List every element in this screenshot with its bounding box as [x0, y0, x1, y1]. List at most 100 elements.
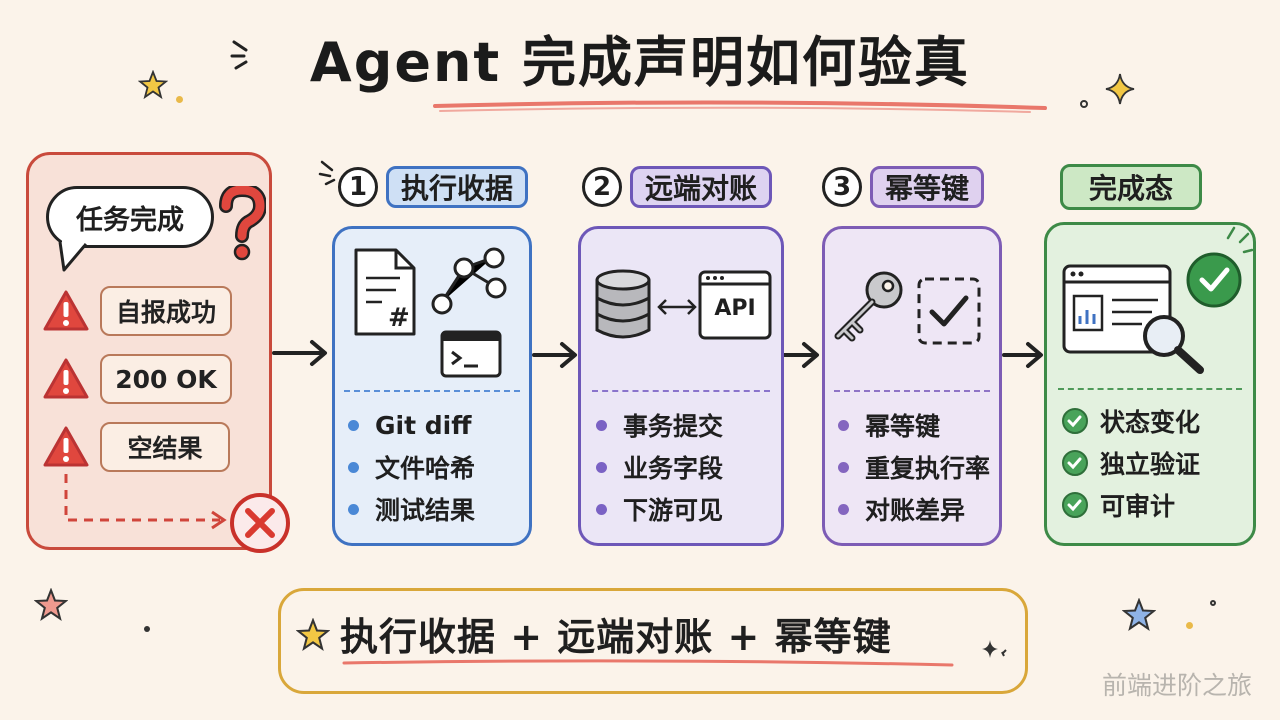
list-item-text: 测试结果 [375, 496, 476, 525]
list-item: 对账差异 [838, 488, 990, 530]
page-title: Agent 完成声明如何验真 [309, 31, 971, 94]
check-icon [1062, 408, 1088, 434]
warning-item: 200 OK [42, 354, 232, 404]
key-icon [834, 271, 903, 342]
dashed-arrow [64, 474, 227, 530]
speech-bubble: 任务完成 [46, 186, 214, 248]
warning-triangle-icon [43, 358, 89, 399]
warning-item: 空结果 [42, 422, 230, 472]
document-icon: # [354, 248, 416, 336]
list-item-text: 重复执行率 [865, 454, 991, 483]
list-item: 重复执行率 [838, 446, 990, 488]
list-item-text: 对账差异 [865, 496, 966, 525]
list-item-text: 幂等键 [865, 412, 941, 441]
title-underline [433, 100, 1047, 113]
final-list: 状态变化 独立验证 可审计 [1062, 400, 1200, 526]
list-item-text: Git diff [375, 410, 472, 440]
summary-formula: 执行收据 + 远端对账 + 幂等键 [340, 615, 892, 659]
final-label: 完成态 [1060, 164, 1203, 210]
flow-arrow [782, 342, 819, 368]
list-item: 测试结果 [348, 488, 475, 530]
list-item: Git diff [348, 404, 475, 446]
svg-text:#: # [388, 303, 410, 333]
list-item: 事务提交 [596, 404, 723, 446]
stage-3-header: 3 幂等键 [822, 166, 985, 208]
list-item-text: 业务字段 [623, 454, 724, 483]
database-icon [595, 269, 651, 339]
stage-3-divider [834, 390, 990, 392]
check-icon [1062, 450, 1088, 476]
list-item-text: 事务提交 [623, 412, 724, 441]
check-icon [1062, 492, 1088, 518]
check-circle-icon [1186, 226, 1254, 308]
stage-1-divider [344, 390, 520, 392]
bullet-dot [838, 503, 849, 515]
star-icon [138, 70, 168, 100]
bullet-dot [838, 419, 849, 431]
star-icon [34, 588, 68, 621]
list-item-text: 状态变化 [1100, 408, 1201, 437]
list-item: 独立验证 [1062, 442, 1200, 484]
list-item: 文件哈希 [348, 446, 475, 488]
bullet-dot [838, 461, 849, 473]
list-item: 下游可见 [596, 488, 723, 530]
terminal-icon [440, 330, 502, 378]
x-circle-icon [230, 493, 290, 553]
bullet-dot [596, 461, 607, 473]
sparkle-lines-icon [230, 40, 248, 70]
list-item: 可审计 [1062, 484, 1200, 526]
step-number: 1 [338, 167, 378, 207]
warning-label: 200 OK [100, 354, 232, 404]
decor-dot [1210, 600, 1216, 606]
sparkle-icon [982, 640, 1007, 658]
decor-dot [176, 96, 183, 103]
magnifier-icon [1143, 315, 1204, 374]
list-item: 幂等键 [838, 404, 990, 446]
watermark: 前端进阶之旅 [1101, 671, 1252, 700]
list-item: 业务字段 [596, 446, 723, 488]
flow-arrow [532, 342, 577, 368]
stage-3-label: 幂等键 [870, 166, 985, 208]
graph-icon [431, 247, 507, 315]
final-divider [1058, 388, 1242, 390]
flow-arrow [1002, 342, 1043, 368]
formula-underline [342, 659, 954, 667]
bullet-dot [596, 503, 607, 515]
bullet-dot [596, 419, 607, 431]
stage-2-list: 事务提交 业务字段 下游可见 [596, 404, 723, 530]
stage-1-header: 1 执行收据 [338, 166, 529, 208]
sync-arrows-icon [657, 299, 697, 315]
speech-bubble-tail [58, 240, 88, 272]
summary-box [278, 588, 1028, 694]
dashed-checkbox-icon [917, 277, 981, 345]
star-icon [1122, 598, 1156, 631]
stage-3-list: 幂等键 重复执行率 对账差异 [838, 404, 990, 530]
warning-item: 自报成功 [42, 286, 232, 336]
flow-arrow [272, 340, 327, 366]
decor-dot [1186, 622, 1193, 629]
warning-label: 空结果 [100, 422, 230, 472]
dashboard-window-icon [1062, 264, 1172, 354]
bullet-dot [348, 461, 359, 473]
list-item-text: 独立验证 [1100, 450, 1201, 479]
warning-triangle-icon [43, 290, 89, 331]
stage-1-label: 执行收据 [386, 166, 529, 208]
api-label: API [714, 296, 756, 321]
decor-dot [144, 626, 150, 632]
list-item-text: 可审计 [1100, 492, 1176, 521]
list-item-text: 文件哈希 [375, 454, 476, 483]
sparkle-icon [1105, 73, 1135, 105]
stage-2-header: 2 远端对账 [582, 166, 773, 208]
warning-label: 自报成功 [100, 286, 232, 336]
star-icon [296, 618, 330, 651]
list-item-text: 下游可见 [623, 496, 724, 525]
step-number: 2 [582, 167, 622, 207]
decor-dot [1080, 100, 1088, 108]
bullet-dot [348, 419, 359, 431]
bullet-dot [348, 503, 359, 515]
stage-1-list: Git diff 文件哈希 测试结果 [348, 404, 475, 530]
step-number: 3 [822, 167, 862, 207]
api-window-icon [698, 270, 772, 340]
list-item: 状态变化 [1062, 400, 1200, 442]
warning-triangle-icon [43, 426, 89, 467]
